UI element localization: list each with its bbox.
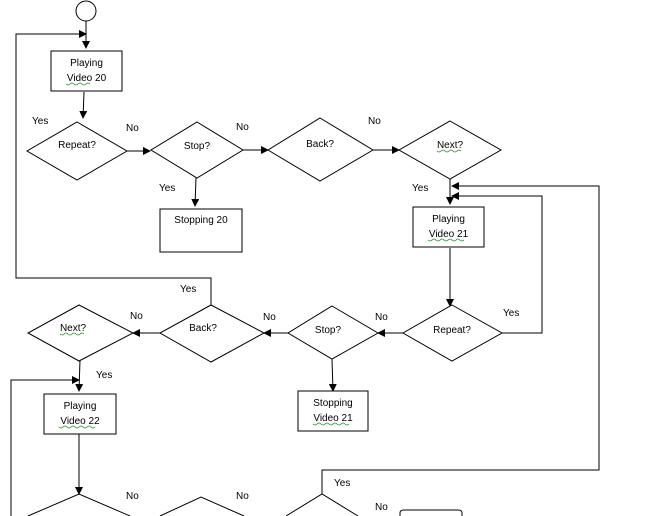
start-node xyxy=(75,0,97,22)
process-playing-video-22-line2: Video 22 xyxy=(60,416,100,427)
edge-label-no: No xyxy=(126,491,139,502)
process-stopping-20-label: Stopping 20 xyxy=(174,215,228,226)
process-stopping-video-21: Stopping Video 21 xyxy=(297,390,369,432)
decision-repeat-2: Repeat? xyxy=(401,304,504,362)
decision-next-2-label: Next? xyxy=(60,323,87,334)
decision-stop-1: Stop? xyxy=(150,121,244,179)
process-playing-video-22: Playing Video 22 xyxy=(43,393,117,435)
decision-repeat-2-label: Repeat? xyxy=(433,325,471,336)
edge-label-no: No xyxy=(236,122,249,133)
edge-label-no: No xyxy=(126,123,139,134)
edge-label-yes: Yes xyxy=(96,370,112,381)
terminator-row3-partial xyxy=(399,509,463,516)
process-playing-video-20-line1: Playing xyxy=(70,58,103,69)
edge-labels: Yes No No No Yes Yes Yes Yes No No No Ye… xyxy=(32,116,519,513)
edge-label-no: No xyxy=(263,312,276,323)
process-playing-video-20-line2: Video 20 xyxy=(67,73,107,84)
edge-label-yes: Yes xyxy=(32,116,48,127)
decision-next-1: Next? xyxy=(397,120,503,180)
decision-stop-2: Stop? xyxy=(287,305,380,360)
edge-label-no: No xyxy=(130,311,143,322)
edge-label-no: No xyxy=(368,116,381,127)
decision-row3-1-partial xyxy=(27,493,131,516)
decision-next-1-label: Next? xyxy=(437,140,464,151)
arrow-loop-to-playing-22 xyxy=(10,376,80,516)
process-stopping-video-21-line1: Stopping xyxy=(313,398,352,409)
decision-back-2: Back? xyxy=(158,304,266,363)
edge-label-no: No xyxy=(375,502,388,513)
decision-back-1-label: Back? xyxy=(306,139,334,150)
decision-repeat-1: Repeat? xyxy=(26,121,128,181)
edge-label-no: No xyxy=(236,491,249,502)
edge-label-yes: Yes xyxy=(180,284,196,295)
decision-back-1: Back? xyxy=(267,117,374,182)
edge-label-yes: Yes xyxy=(503,308,519,319)
process-stopping-video-21-line2: Video 21 xyxy=(313,413,353,424)
process-playing-video-21-line1: Playing xyxy=(432,214,465,225)
row-3-partial-shapes xyxy=(27,493,463,516)
process-stopping-20: Stopping 20 xyxy=(159,208,243,253)
decision-repeat-1-label: Repeat? xyxy=(58,140,96,151)
process-playing-video-21-line2: Video 21 xyxy=(429,229,469,240)
process-playing-video-20: Playing Video 20 xyxy=(50,50,123,92)
arrow-stop-2-to-stopping-21 xyxy=(328,358,337,392)
decision-next-2: Next? xyxy=(26,304,135,362)
decision-row3-2-partial xyxy=(159,496,245,516)
edge-label-yes: Yes xyxy=(159,183,175,194)
edge-label-no: No xyxy=(375,312,388,323)
edge-label-yes: Yes xyxy=(412,183,428,194)
arrow-stop-to-stopping-20 xyxy=(191,177,200,207)
decision-stop-2-label: Stop? xyxy=(315,325,342,336)
process-playing-video-22-line1: Playing xyxy=(64,401,97,412)
decision-stop-1-label: Stop? xyxy=(184,141,211,152)
arrow-bottom-loop-to-playing-21 xyxy=(321,182,600,494)
arrow-next-2-to-playing-22 xyxy=(75,359,84,392)
arrow-repeat-2-loop xyxy=(451,192,543,334)
edge-label-yes: Yes xyxy=(334,478,350,489)
decision-back-2-label: Back? xyxy=(189,323,217,334)
connectors xyxy=(10,21,600,516)
process-playing-video-21: Playing Video 21 xyxy=(412,206,485,248)
arrow-back-2-to-playing-20 xyxy=(15,30,212,306)
arrow-playing-20-to-repeat xyxy=(79,91,88,119)
decision-row3-3-partial xyxy=(285,493,359,516)
